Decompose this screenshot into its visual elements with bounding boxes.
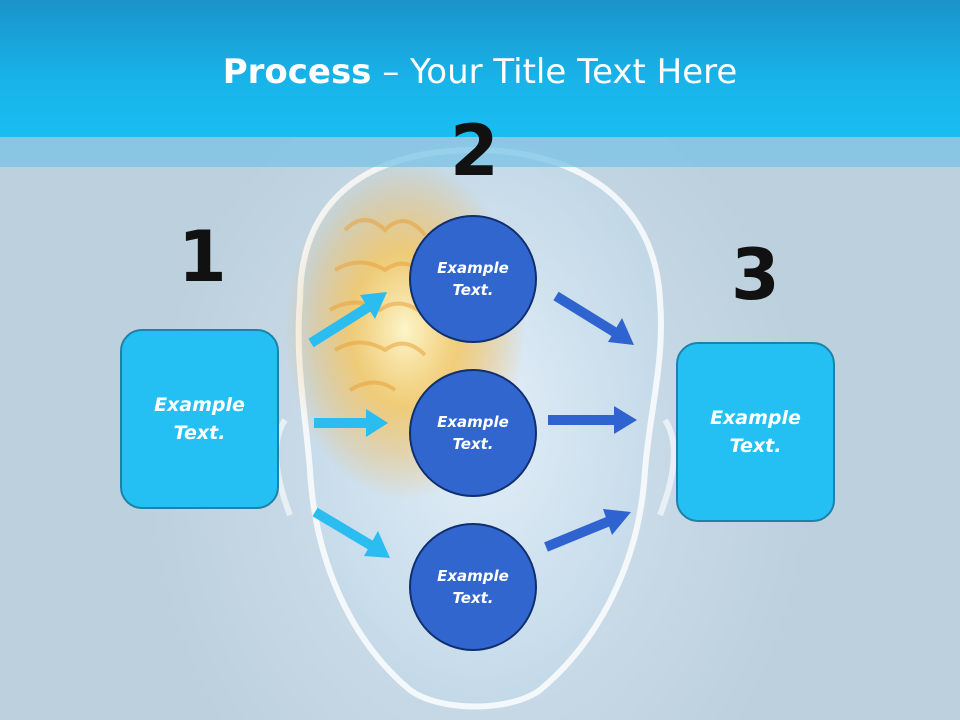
output-box-line1: Example — [710, 406, 801, 429]
circle-middle-line1: Example — [437, 412, 509, 431]
input-box-line2: Text. — [173, 422, 226, 444]
arrow-input-to-bottom — [312, 507, 390, 558]
arrow-bottom-to-output — [544, 509, 631, 552]
title-bar-strip — [0, 137, 960, 167]
circle-middle-line2: Text. — [452, 435, 494, 453]
circle-bottom-line1: Example — [437, 566, 509, 585]
output-box-line2: Text. — [729, 435, 782, 457]
arrow-top-to-output — [553, 291, 634, 345]
circle-top-line1: Example — [437, 258, 509, 277]
arrow-input-to-middle — [314, 409, 388, 437]
input-box-line1: Example — [154, 393, 245, 416]
step-number-2: 2 — [450, 110, 499, 192]
title-bar — [0, 0, 960, 137]
arrow-middle-to-output — [548, 406, 637, 434]
step-number-1: 1 — [178, 216, 227, 298]
circle-bottom-line2: Text. — [452, 589, 494, 607]
slide-title: Process – Your Title Text Here — [0, 52, 960, 92]
circle-top-line2: Text. — [452, 281, 494, 299]
title-rest: – Your Title Text Here — [371, 52, 738, 92]
arrow-input-to-top — [308, 292, 387, 348]
step-number-3: 3 — [731, 234, 780, 316]
title-bold: Process — [222, 52, 372, 92]
